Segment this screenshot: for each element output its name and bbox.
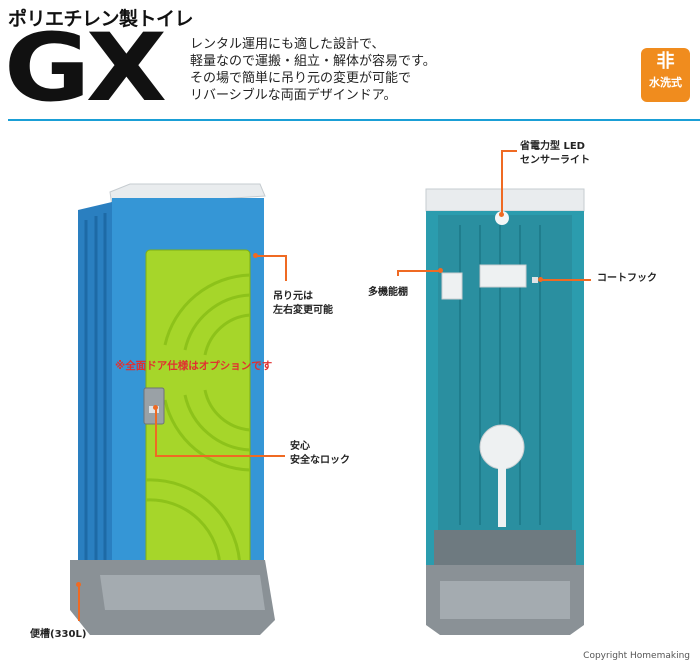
- badge-bottom-text: 水洗式: [649, 76, 682, 89]
- toilet-exterior-illustration: [70, 183, 275, 635]
- hinge-callout-line: 吊り元は: [273, 291, 313, 302]
- hinge-callout: 吊り元は 左右変更可能: [273, 290, 333, 318]
- led-marker: [499, 212, 504, 217]
- led-callout: 省電力型 LED センサーライト: [520, 140, 590, 168]
- hinge-callout-line: 左右変更可能: [273, 305, 333, 316]
- led-leader: [501, 150, 517, 152]
- copyright-notice: Copyright Homemaking: [583, 651, 690, 661]
- coat-hook-callout: コートフック: [597, 273, 657, 284]
- tank-marker: [76, 582, 81, 587]
- description-line: レンタル運用にも適した設計で、: [190, 37, 385, 52]
- lock-callout-line: 安心: [290, 441, 310, 452]
- description-line: その場で簡単に吊り元の変更が可能で: [190, 71, 412, 86]
- coat-hook-marker: [538, 277, 543, 282]
- badge-top-text: 非: [656, 51, 675, 72]
- header-divider: [8, 119, 700, 121]
- shelf-marker: [438, 268, 443, 273]
- model-name: GX: [4, 14, 167, 123]
- description-line: 軽量なので運搬・組立・解体が容易です。: [190, 54, 436, 69]
- lock-marker: [153, 405, 158, 410]
- description-line: リバーシブルな両面デザインドア。: [190, 88, 397, 103]
- hinge-marker: [253, 253, 258, 258]
- toilet-interior-illustration: [425, 188, 585, 635]
- led-leader-vertical: [501, 150, 503, 215]
- shelf-leader: [397, 270, 441, 272]
- product-subtitle: ポリエチレン製トイレ: [8, 8, 194, 30]
- lock-callout-line: 安全なロック: [290, 455, 350, 466]
- hinge-leader: [256, 255, 286, 257]
- shelf-callout: 多機能棚: [368, 287, 408, 298]
- lock-callout: 安心 安全なロック: [290, 440, 350, 468]
- product-description: レンタル運用にも適した設計で、 軽量なので運搬・組立・解体が容易です。 その場で…: [190, 36, 436, 104]
- tank-callout: 便槽(330L): [30, 629, 87, 640]
- led-callout-line: センサーライト: [520, 155, 590, 166]
- coat-hook-leader: [541, 279, 591, 281]
- lock-leader-vertical: [155, 408, 157, 456]
- shelf-leader-vertical: [397, 270, 399, 276]
- full-door-option-note: ※全面ドア仕様はオプションです: [115, 360, 273, 372]
- led-callout-line: 省電力型 LED: [520, 141, 585, 152]
- lock-leader: [155, 455, 285, 457]
- non-flush-badge: 非 水洗式: [641, 48, 690, 102]
- tank-leader: [78, 585, 80, 621]
- hinge-leader-vertical: [285, 255, 287, 281]
